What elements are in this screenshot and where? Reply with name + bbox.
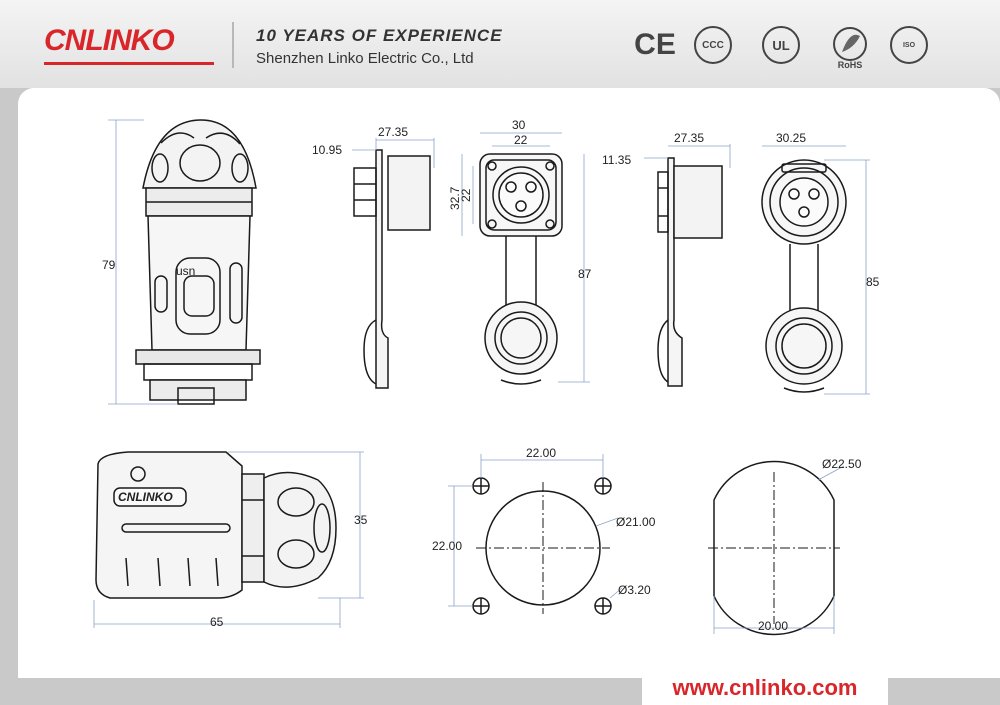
plug-top-view (95, 451, 337, 599)
tagline: 10 YEARS OF EXPERIENCE (256, 26, 503, 45)
receptacle-side-view (353, 149, 431, 389)
dim-front-hole-pitch-y: 22 (459, 188, 473, 202)
technical-drawing: 79 usn 10.95 27.35 30 22 32.7 22 87 11.3… (93, 118, 880, 636)
company-logo: CNLINKO (44, 24, 175, 57)
ce-mark-icon: CE (634, 28, 676, 61)
panel-cutout-square (472, 477, 612, 615)
dim-front-width: 30 (512, 118, 526, 132)
website-link[interactable]: www.cnlinko.com (642, 670, 888, 705)
dim-round-depth: 27.35 (674, 131, 704, 145)
round-receptacle-front-view (761, 159, 847, 393)
iso9001-mark-icon: ISO (890, 26, 928, 64)
dim-plug-top-length: 65 (210, 615, 224, 629)
dim-front-hole-pitch-x: 22 (514, 133, 528, 147)
certification-marks: CE CCC UL RoHS ISO (628, 20, 988, 74)
logo-underline (44, 62, 214, 65)
dim-front-total-height: 87 (578, 267, 592, 281)
ul-mark-icon: UL (762, 26, 800, 64)
header-divider (232, 22, 234, 68)
plug-side-view (135, 119, 261, 405)
company-name: Shenzhen Linko Electric Co., Ltd (256, 50, 474, 67)
round-receptacle-side-view (657, 157, 723, 387)
dim-receptacle-depth: 27.35 (378, 125, 408, 139)
plug-body-text: usn (176, 264, 195, 278)
dim-cutout-pitch-y: 22.00 (432, 539, 462, 553)
dim-receptacle-flange: 10.95 (312, 143, 342, 157)
dim-d-cutout-diameter: Ø22.50 (822, 457, 862, 471)
plug-body-logo: CNLINKO (118, 490, 173, 504)
panel-cutout-d-shape (708, 460, 840, 636)
dim-cutout-hole-dia: Ø21.00 (616, 515, 656, 529)
dim-d-cutout-flat-width: 20.00 (758, 619, 788, 633)
rohs-mark-icon: RoHS (826, 24, 874, 70)
dim-plug-top-height: 35 (354, 513, 368, 527)
dim-round-flange: 11.35 (602, 153, 631, 167)
dim-plug-height: 79 (102, 258, 116, 272)
dim-cutout-pitch-x: 22.00 (526, 446, 556, 460)
dim-front-height: 32.7 (448, 186, 462, 210)
svg-text:RoHS: RoHS (838, 60, 863, 70)
dim-cutout-screw-dia: Ø3.20 (618, 583, 651, 597)
header-banner: CNLINKO 10 YEARS OF EXPERIENCE Shenzhen … (0, 0, 1000, 88)
receptacle-front-view (479, 153, 563, 385)
drawing-panel: 79 usn 10.95 27.35 30 22 32.7 22 87 11.3… (18, 88, 1000, 678)
ccc-mark-icon: CCC (694, 26, 732, 64)
dim-round-total-height: 85 (866, 275, 880, 289)
dim-round-diameter: 30.25 (776, 131, 806, 145)
